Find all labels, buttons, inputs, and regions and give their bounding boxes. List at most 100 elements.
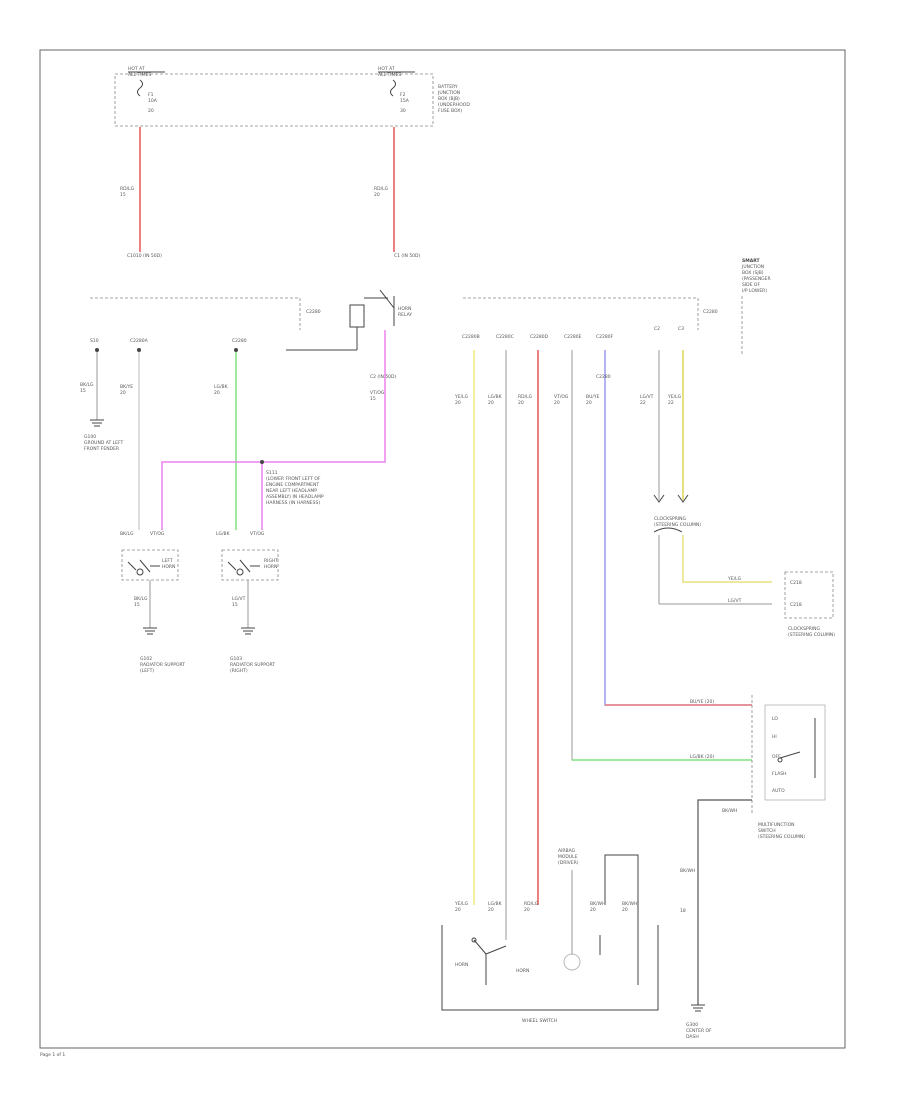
svg-text:I/P LOWER): I/P LOWER) bbox=[742, 288, 767, 294]
svg-text:ENGINE COMPARTMENT: ENGINE COMPARTMENT bbox=[266, 482, 319, 488]
svg-text:20: 20 bbox=[455, 907, 461, 913]
svg-text:C2: C2 bbox=[654, 326, 660, 332]
svg-text:BK/LG: BK/LG bbox=[80, 382, 94, 388]
clockspring: CLOCKSPRING (STEERING COLUMN) YE/LG LG/V… bbox=[653, 516, 835, 638]
svg-text:AIRBAG: AIRBAG bbox=[558, 848, 576, 854]
wire-pink-relay-out bbox=[161, 330, 386, 530]
svg-text:JUNCTION: JUNCTION bbox=[437, 90, 460, 96]
svg-text:SMART: SMART bbox=[742, 258, 760, 264]
svg-text:(PASSENGER: (PASSENGER bbox=[742, 276, 771, 282]
horn-relay: HORN RELAY bbox=[286, 289, 412, 351]
svg-text:G102: G102 bbox=[140, 656, 152, 662]
svg-text:(STEERING COLUMN): (STEERING COLUMN) bbox=[788, 632, 835, 638]
svg-text:ALL TIMES: ALL TIMES bbox=[128, 72, 151, 78]
svg-text:20: 20 bbox=[554, 400, 560, 406]
svg-text:BU/YE (20): BU/YE (20) bbox=[690, 699, 714, 705]
svg-text:SIDE OF: SIDE OF bbox=[742, 282, 760, 288]
multifunction-switch: BU/YE (20) LG/BK (20) LO HI OFF FLASH AU… bbox=[680, 695, 826, 1040]
svg-text:LG/BK: LG/BK bbox=[488, 394, 503, 400]
svg-text:OFF: OFF bbox=[772, 754, 781, 760]
ground-g100: BK/LG 15 G100 GROUND AT LEFT FRONT FENDE… bbox=[80, 352, 123, 452]
svg-text:HORN: HORN bbox=[162, 564, 175, 570]
svg-text:ALL TIMES: ALL TIMES bbox=[378, 72, 401, 78]
svg-text:BK/WH: BK/WH bbox=[680, 868, 695, 874]
svg-text:C2280B: C2280B bbox=[462, 334, 480, 340]
svg-text:RELAY: RELAY bbox=[398, 312, 412, 318]
svg-text:20: 20 bbox=[488, 907, 494, 913]
svg-text:(LEFT): (LEFT) bbox=[140, 668, 154, 674]
svg-text:20: 20 bbox=[518, 400, 524, 406]
svg-text:C2280: C2280 bbox=[306, 309, 321, 315]
blower-motor-switch-label: C2280 bbox=[596, 374, 611, 380]
svg-text:RD/LG: RD/LG bbox=[120, 186, 135, 192]
svg-text:15: 15 bbox=[370, 396, 376, 402]
svg-text:C218: C218 bbox=[790, 580, 802, 586]
svg-text:BATTERY: BATTERY bbox=[438, 84, 458, 90]
svg-text:S10: S10 bbox=[90, 338, 99, 344]
svg-text:FRONT FENDER: FRONT FENDER bbox=[84, 446, 119, 452]
svg-text:LG/BK (20): LG/BK (20) bbox=[690, 754, 714, 760]
svg-text:S111: S111 bbox=[266, 470, 278, 476]
svg-text:BK/WH: BK/WH bbox=[590, 901, 605, 907]
svg-text:BK/YE: BK/YE bbox=[120, 384, 133, 390]
svg-text:BK/WH: BK/WH bbox=[722, 808, 737, 814]
svg-text:(LOWER FRONT LEFT OF: (LOWER FRONT LEFT OF bbox=[266, 476, 321, 482]
svg-text:AUTO: AUTO bbox=[772, 788, 785, 794]
right-horn: LG/BK VT/OG RIGHT HORN LG/VT 15 G103 RAD… bbox=[216, 531, 279, 674]
svg-text:HORN: HORN bbox=[398, 306, 411, 312]
svg-text:15: 15 bbox=[80, 388, 86, 394]
svg-text:YE/LG: YE/LG bbox=[454, 394, 469, 400]
svg-text:HORN: HORN bbox=[264, 564, 277, 570]
diagram-frame bbox=[39, 49, 846, 1049]
svg-text:BK/LG: BK/LG bbox=[120, 531, 134, 537]
svg-text:20: 20 bbox=[622, 907, 628, 913]
svg-text:18: 18 bbox=[680, 908, 686, 914]
splice-dot bbox=[260, 460, 264, 464]
svg-text:(STEERING COLUMN): (STEERING COLUMN) bbox=[654, 522, 701, 528]
svg-text:LG/VT: LG/VT bbox=[232, 596, 246, 602]
battery-junction-box: HOT AT ALL TIMES F1 10A 20 HOT AT ALL TI… bbox=[114, 66, 470, 127]
svg-text:BU/YE: BU/YE bbox=[586, 394, 600, 400]
svg-text:LEFT: LEFT bbox=[162, 558, 173, 564]
svg-text:HORN: HORN bbox=[455, 962, 468, 968]
svg-text:RIGHT: RIGHT bbox=[264, 558, 278, 564]
svg-text:MODULE: MODULE bbox=[558, 854, 578, 860]
svg-text:22: 22 bbox=[668, 400, 674, 406]
svg-text:C1010 (IN 50D): C1010 (IN 50D) bbox=[127, 253, 162, 259]
svg-text:20: 20 bbox=[148, 108, 154, 114]
left-horn: BK/LG VT/OG LEFT HORN BK/LG 15 G102 RADI… bbox=[120, 531, 185, 674]
svg-text:15: 15 bbox=[232, 602, 238, 608]
svg-text:G300: G300 bbox=[686, 1022, 698, 1028]
svg-text:20: 20 bbox=[590, 907, 596, 913]
svg-text:C2280D: C2280D bbox=[530, 334, 549, 340]
svg-text:RADIATOR SUPPORT: RADIATOR SUPPORT bbox=[230, 662, 275, 668]
svg-text:C2280: C2280 bbox=[703, 309, 718, 315]
svg-text:G103: G103 bbox=[230, 656, 242, 662]
svg-text:BK/LG: BK/LG bbox=[134, 596, 148, 602]
splice-s111-label: S111 (LOWER FRONT LEFT OF ENGINE COMPART… bbox=[266, 470, 324, 506]
svg-text:F2: F2 bbox=[400, 92, 406, 98]
svg-text:(DRIVER): (DRIVER) bbox=[558, 860, 579, 866]
svg-text:HORN: HORN bbox=[516, 968, 529, 974]
svg-text:20: 20 bbox=[374, 192, 380, 198]
svg-text:(STEERING COLUMN): (STEERING COLUMN) bbox=[758, 834, 805, 840]
svg-text:C1 (IN 50D): C1 (IN 50D) bbox=[394, 253, 421, 259]
svg-text:WHEEL SWITCH: WHEEL SWITCH bbox=[522, 1018, 557, 1024]
svg-text:FLASH: FLASH bbox=[772, 771, 787, 777]
svg-text:20: 20 bbox=[214, 390, 220, 396]
svg-text:DASH: DASH bbox=[686, 1034, 699, 1040]
svg-text:C2280: C2280 bbox=[596, 374, 611, 380]
svg-text:G100: G100 bbox=[84, 434, 96, 440]
svg-text:LG/BK: LG/BK bbox=[488, 901, 503, 907]
svg-text:RD/LG: RD/LG bbox=[524, 901, 539, 907]
svg-text:VT/OG: VT/OG bbox=[554, 394, 569, 400]
svg-text:20: 20 bbox=[586, 400, 592, 406]
svg-text:GROUND AT LEFT: GROUND AT LEFT bbox=[84, 440, 123, 446]
svg-text:RADIATOR SUPPORT: RADIATOR SUPPORT bbox=[140, 662, 185, 668]
svg-text:LG/BK: LG/BK bbox=[216, 531, 231, 537]
svg-text:20: 20 bbox=[524, 907, 530, 913]
svg-text:BOX (BJB): BOX (BJB) bbox=[438, 96, 460, 102]
svg-text:15: 15 bbox=[134, 602, 140, 608]
svg-text:VT/OG: VT/OG bbox=[250, 531, 265, 537]
